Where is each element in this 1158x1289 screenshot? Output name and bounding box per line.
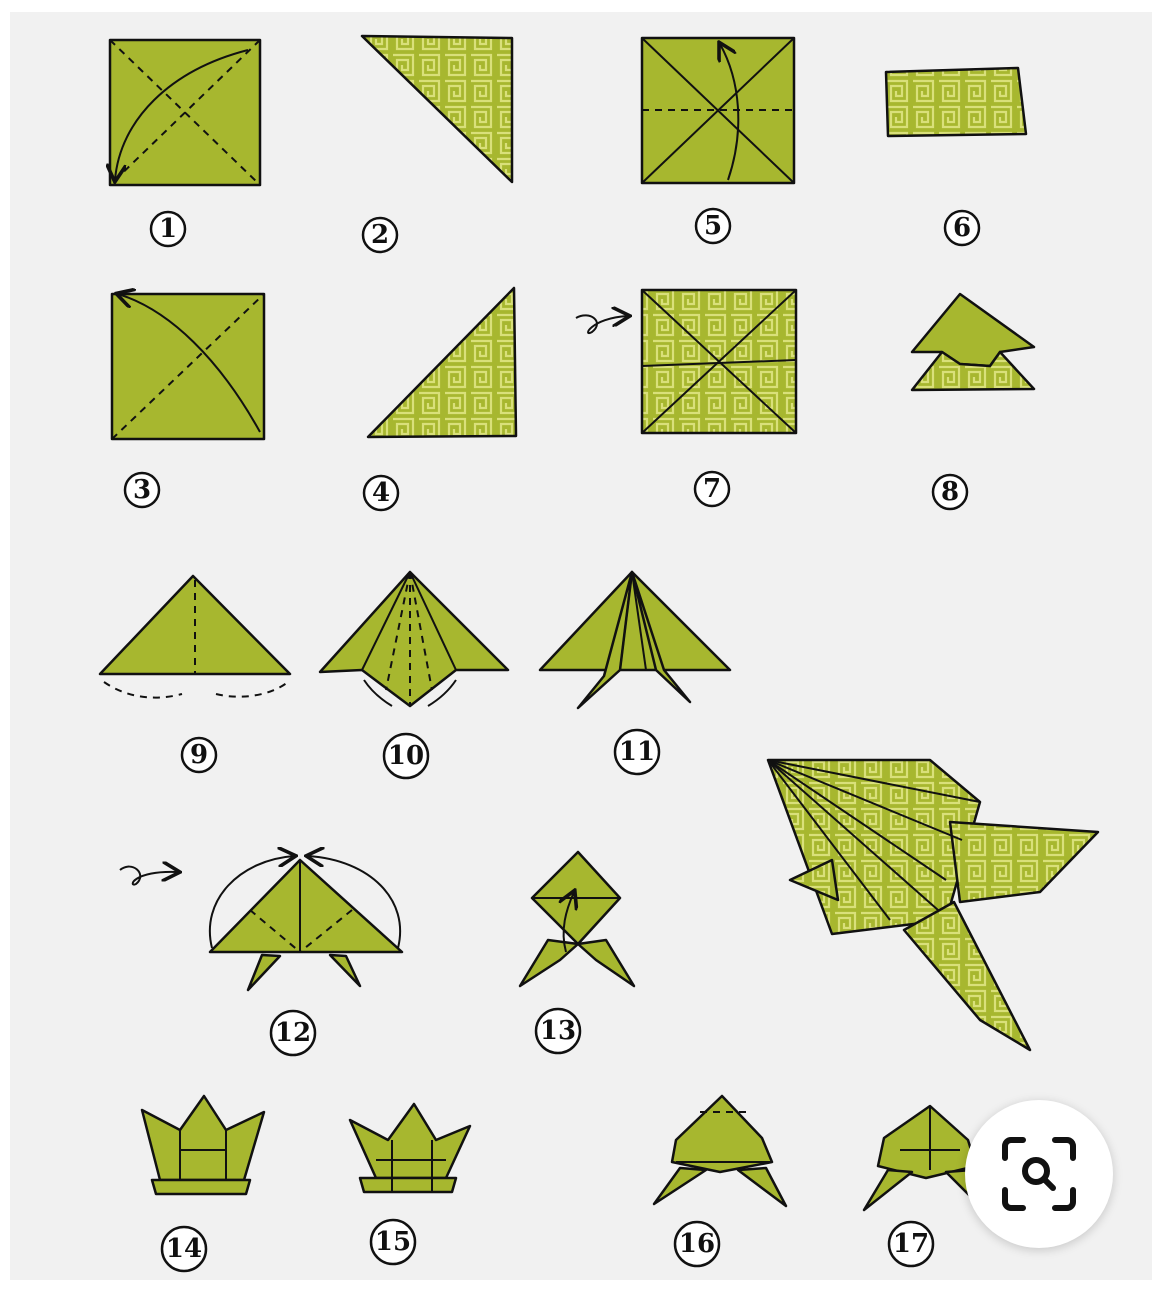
step-3-figure bbox=[112, 294, 264, 439]
step-label-3: 3 bbox=[125, 473, 159, 507]
step-label-4: 4 bbox=[364, 476, 398, 510]
step-label-12: 12 bbox=[271, 1011, 315, 1055]
svg-text:10: 10 bbox=[388, 741, 424, 771]
step-label-17: 17 bbox=[889, 1222, 933, 1266]
step-label-6: 6 bbox=[945, 211, 979, 245]
step-label-14: 14 bbox=[162, 1227, 206, 1271]
svg-text:7: 7 bbox=[703, 474, 721, 504]
svg-text:4: 4 bbox=[372, 478, 390, 508]
svg-text:14: 14 bbox=[166, 1234, 202, 1264]
step-4-figure bbox=[368, 288, 516, 437]
step-10-figure bbox=[320, 572, 508, 706]
svg-text:15: 15 bbox=[375, 1227, 411, 1257]
svg-text:13: 13 bbox=[540, 1016, 576, 1046]
svg-text:17: 17 bbox=[893, 1229, 929, 1259]
step-11-figure bbox=[540, 572, 730, 708]
step-13-figure bbox=[520, 852, 634, 986]
step-label-9: 9 bbox=[182, 738, 216, 772]
svg-text:6: 6 bbox=[953, 213, 971, 243]
step-9-figure bbox=[100, 576, 290, 698]
step-label-10: 10 bbox=[384, 734, 428, 778]
step-label-13: 13 bbox=[536, 1009, 580, 1053]
step-16-figure bbox=[654, 1096, 786, 1206]
step-label-15: 15 bbox=[371, 1220, 415, 1264]
step-5-figure bbox=[642, 38, 794, 183]
step-label-2: 2 bbox=[363, 218, 397, 252]
step-label-5: 5 bbox=[696, 209, 730, 243]
svg-text:16: 16 bbox=[679, 1229, 715, 1259]
visual-search-icon bbox=[999, 1134, 1079, 1214]
svg-text:5: 5 bbox=[704, 211, 722, 241]
step-label-16: 16 bbox=[675, 1222, 719, 1266]
step-2-figure bbox=[362, 36, 512, 182]
svg-text:3: 3 bbox=[133, 475, 151, 505]
visual-search-button[interactable] bbox=[965, 1100, 1113, 1248]
step-8-figure bbox=[912, 294, 1034, 390]
step-label-11: 11 bbox=[615, 730, 659, 774]
step-label-1: 1 bbox=[151, 212, 185, 246]
step-6-figure bbox=[886, 68, 1026, 136]
step-7-figure bbox=[576, 290, 796, 433]
svg-text:9: 9 bbox=[190, 740, 208, 770]
step-label-7: 7 bbox=[695, 472, 729, 506]
svg-text:2: 2 bbox=[371, 220, 389, 250]
step-15-figure bbox=[350, 1104, 470, 1192]
step-1-figure bbox=[110, 40, 260, 185]
step-12-figure bbox=[120, 856, 402, 990]
finished-frog-figure bbox=[768, 760, 1098, 1050]
svg-text:11: 11 bbox=[619, 737, 655, 767]
svg-text:1: 1 bbox=[159, 214, 177, 244]
svg-text:8: 8 bbox=[941, 477, 959, 507]
step-label-8: 8 bbox=[933, 475, 967, 509]
svg-text:12: 12 bbox=[275, 1018, 311, 1048]
step-14-figure bbox=[142, 1096, 264, 1194]
